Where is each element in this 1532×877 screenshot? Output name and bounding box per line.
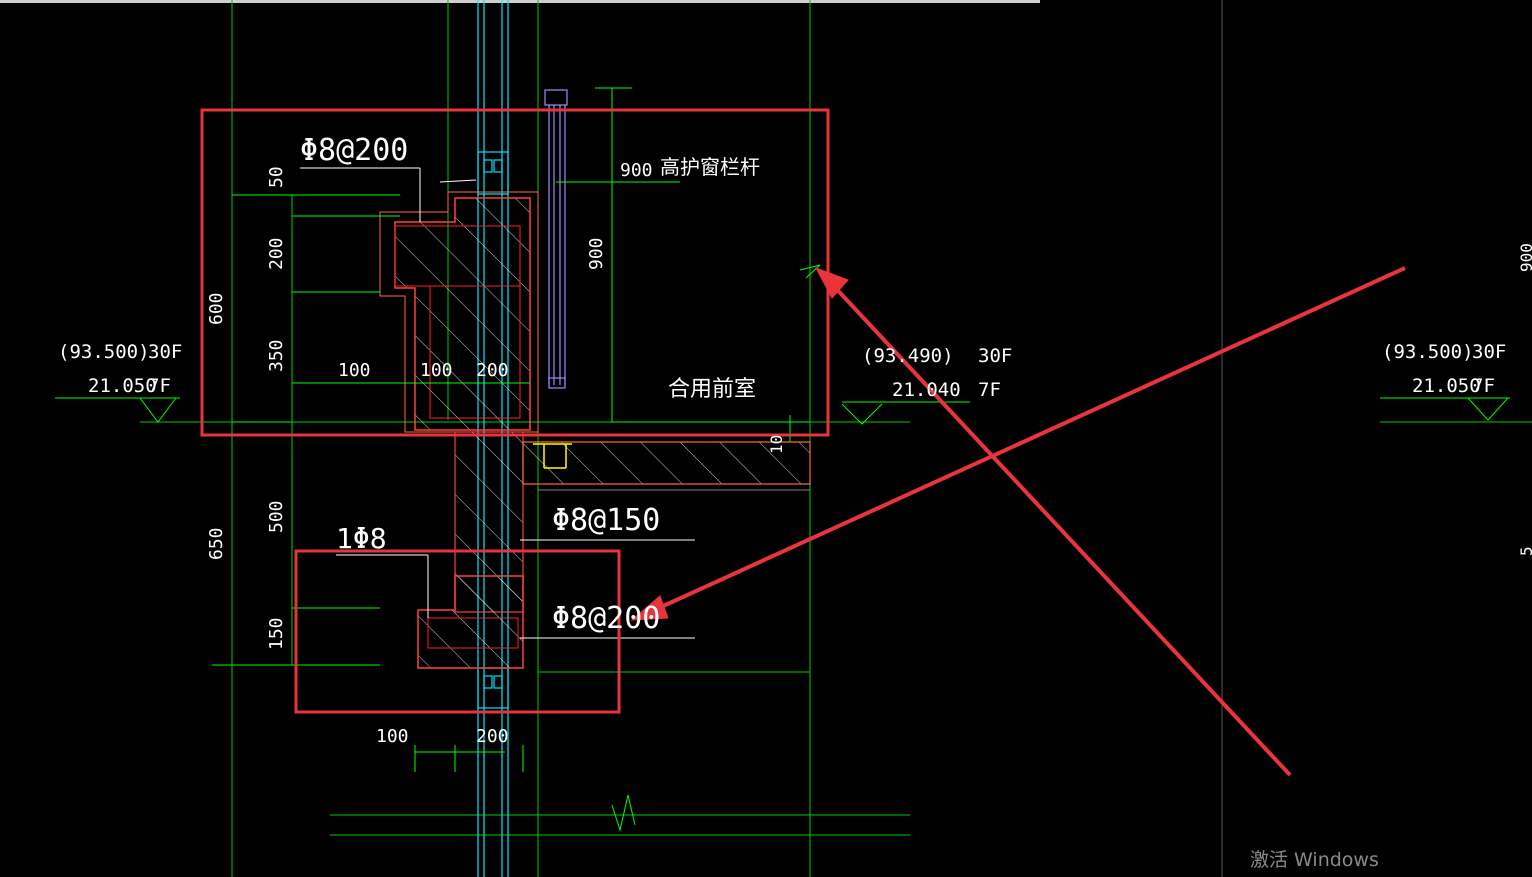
dim-100-c: 100 [376,726,409,747]
railing-height-label: 900 [620,160,653,181]
top-toolbar-strip [0,0,1040,3]
dim-100-b: 100 [420,360,453,381]
rebar-low-label: Φ8@200 [552,601,660,636]
rebar-top-label: Φ8@200 [300,133,408,168]
dimension-lines [212,87,821,832]
railing-base-anchor [533,443,572,469]
dim-50: 50 [266,166,287,188]
dim-200-b: 200 [476,360,509,381]
lower-beam-section [417,575,524,669]
railing [544,89,568,389]
level-right-bottom: 21.050 [1412,375,1481,397]
level-left-bottom: 21.050 [88,375,157,397]
dim-600: 600 [206,292,227,325]
level-left-top-floor: 30F [148,341,182,363]
dim-right-edge-b: 5 [1517,546,1532,556]
dim-350: 350 [266,339,287,372]
annotation-box-lower [294,549,621,714]
dim-650: 650 [206,527,227,560]
dim-100-a: 100 [338,360,371,381]
level-right-top-floor: 30F [1472,341,1506,363]
level-marker-mid [841,401,970,425]
dim-500: 500 [266,500,287,533]
level-left-bottom-floor: 7F [148,375,171,397]
room-name-label: 合用前室 [668,377,756,402]
leader-lines [300,167,695,639]
dim-900-vertical: 900 [586,237,607,270]
level-mid-bottom: 21.040 [892,379,961,401]
railing-label: 高护窗栏杆 [660,155,760,179]
rebar-mid-label: Φ8@150 [552,503,660,538]
upper-beam-section [379,191,539,433]
level-right-bottom-floor: 7F [1472,375,1495,397]
level-marker-right [1380,397,1510,421]
level-mid-top-floor: 30F [978,345,1012,367]
windows-activation-watermark: 激活 Windows [1250,849,1379,871]
level-mid-bottom-floor: 7F [978,379,1001,401]
grid-lines [140,0,1532,877]
level-marker-left [55,397,180,423]
dim-200-c: 200 [476,726,509,747]
level-right-top: (93.500) [1382,341,1474,363]
dim-150: 150 [266,617,287,650]
dim-right-edge-a: 900 [1517,243,1532,272]
level-left-top: (93.500) [58,341,150,363]
rebar-single-label: 1Φ8 [336,522,387,555]
dim-200-a: 200 [266,237,287,270]
level-mid-top: (93.490) [862,345,954,367]
annotation-arrows [630,266,1406,777]
dim-10: 10 [767,435,786,454]
